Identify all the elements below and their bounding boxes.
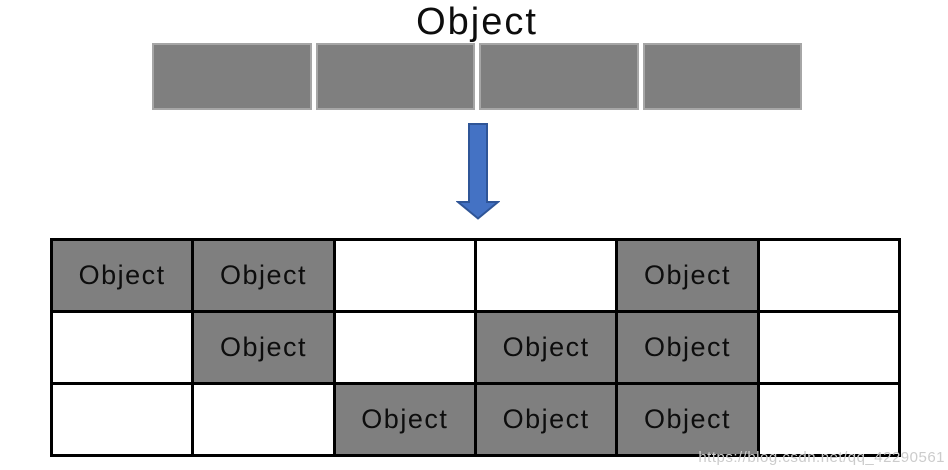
table-cell-empty [332, 310, 477, 385]
bar-segment [642, 43, 802, 110]
table-cell-empty [49, 310, 195, 385]
table-cell-empty [756, 382, 902, 457]
table-cell-object: Object [615, 310, 760, 385]
table-cell-object: Object [191, 310, 336, 385]
table-cell-object: Object [473, 382, 619, 457]
table-cell-object: Object [473, 310, 619, 385]
diagram-title: Object [416, 1, 538, 43]
down-arrow-icon [456, 123, 500, 220]
bar-segment [479, 43, 639, 110]
object-bar [152, 43, 802, 110]
table-cell-object: Object [191, 238, 336, 313]
bar-segment [152, 43, 312, 110]
table-cell-object: Object [615, 382, 760, 457]
table-cell-object: Object [49, 238, 195, 313]
table-cell-object: Object [332, 382, 477, 457]
table-cell-empty [756, 238, 902, 313]
table-cell-empty [473, 238, 619, 313]
table-cell-empty [332, 238, 477, 313]
watermark: https://blog.csdn.net/qq_42290561 [698, 449, 945, 466]
table-cell-empty [49, 382, 195, 457]
bar-segment [315, 43, 475, 110]
table-cell-object: Object [615, 238, 760, 313]
table-cell-empty [191, 382, 336, 457]
table-cell-empty [756, 310, 902, 385]
